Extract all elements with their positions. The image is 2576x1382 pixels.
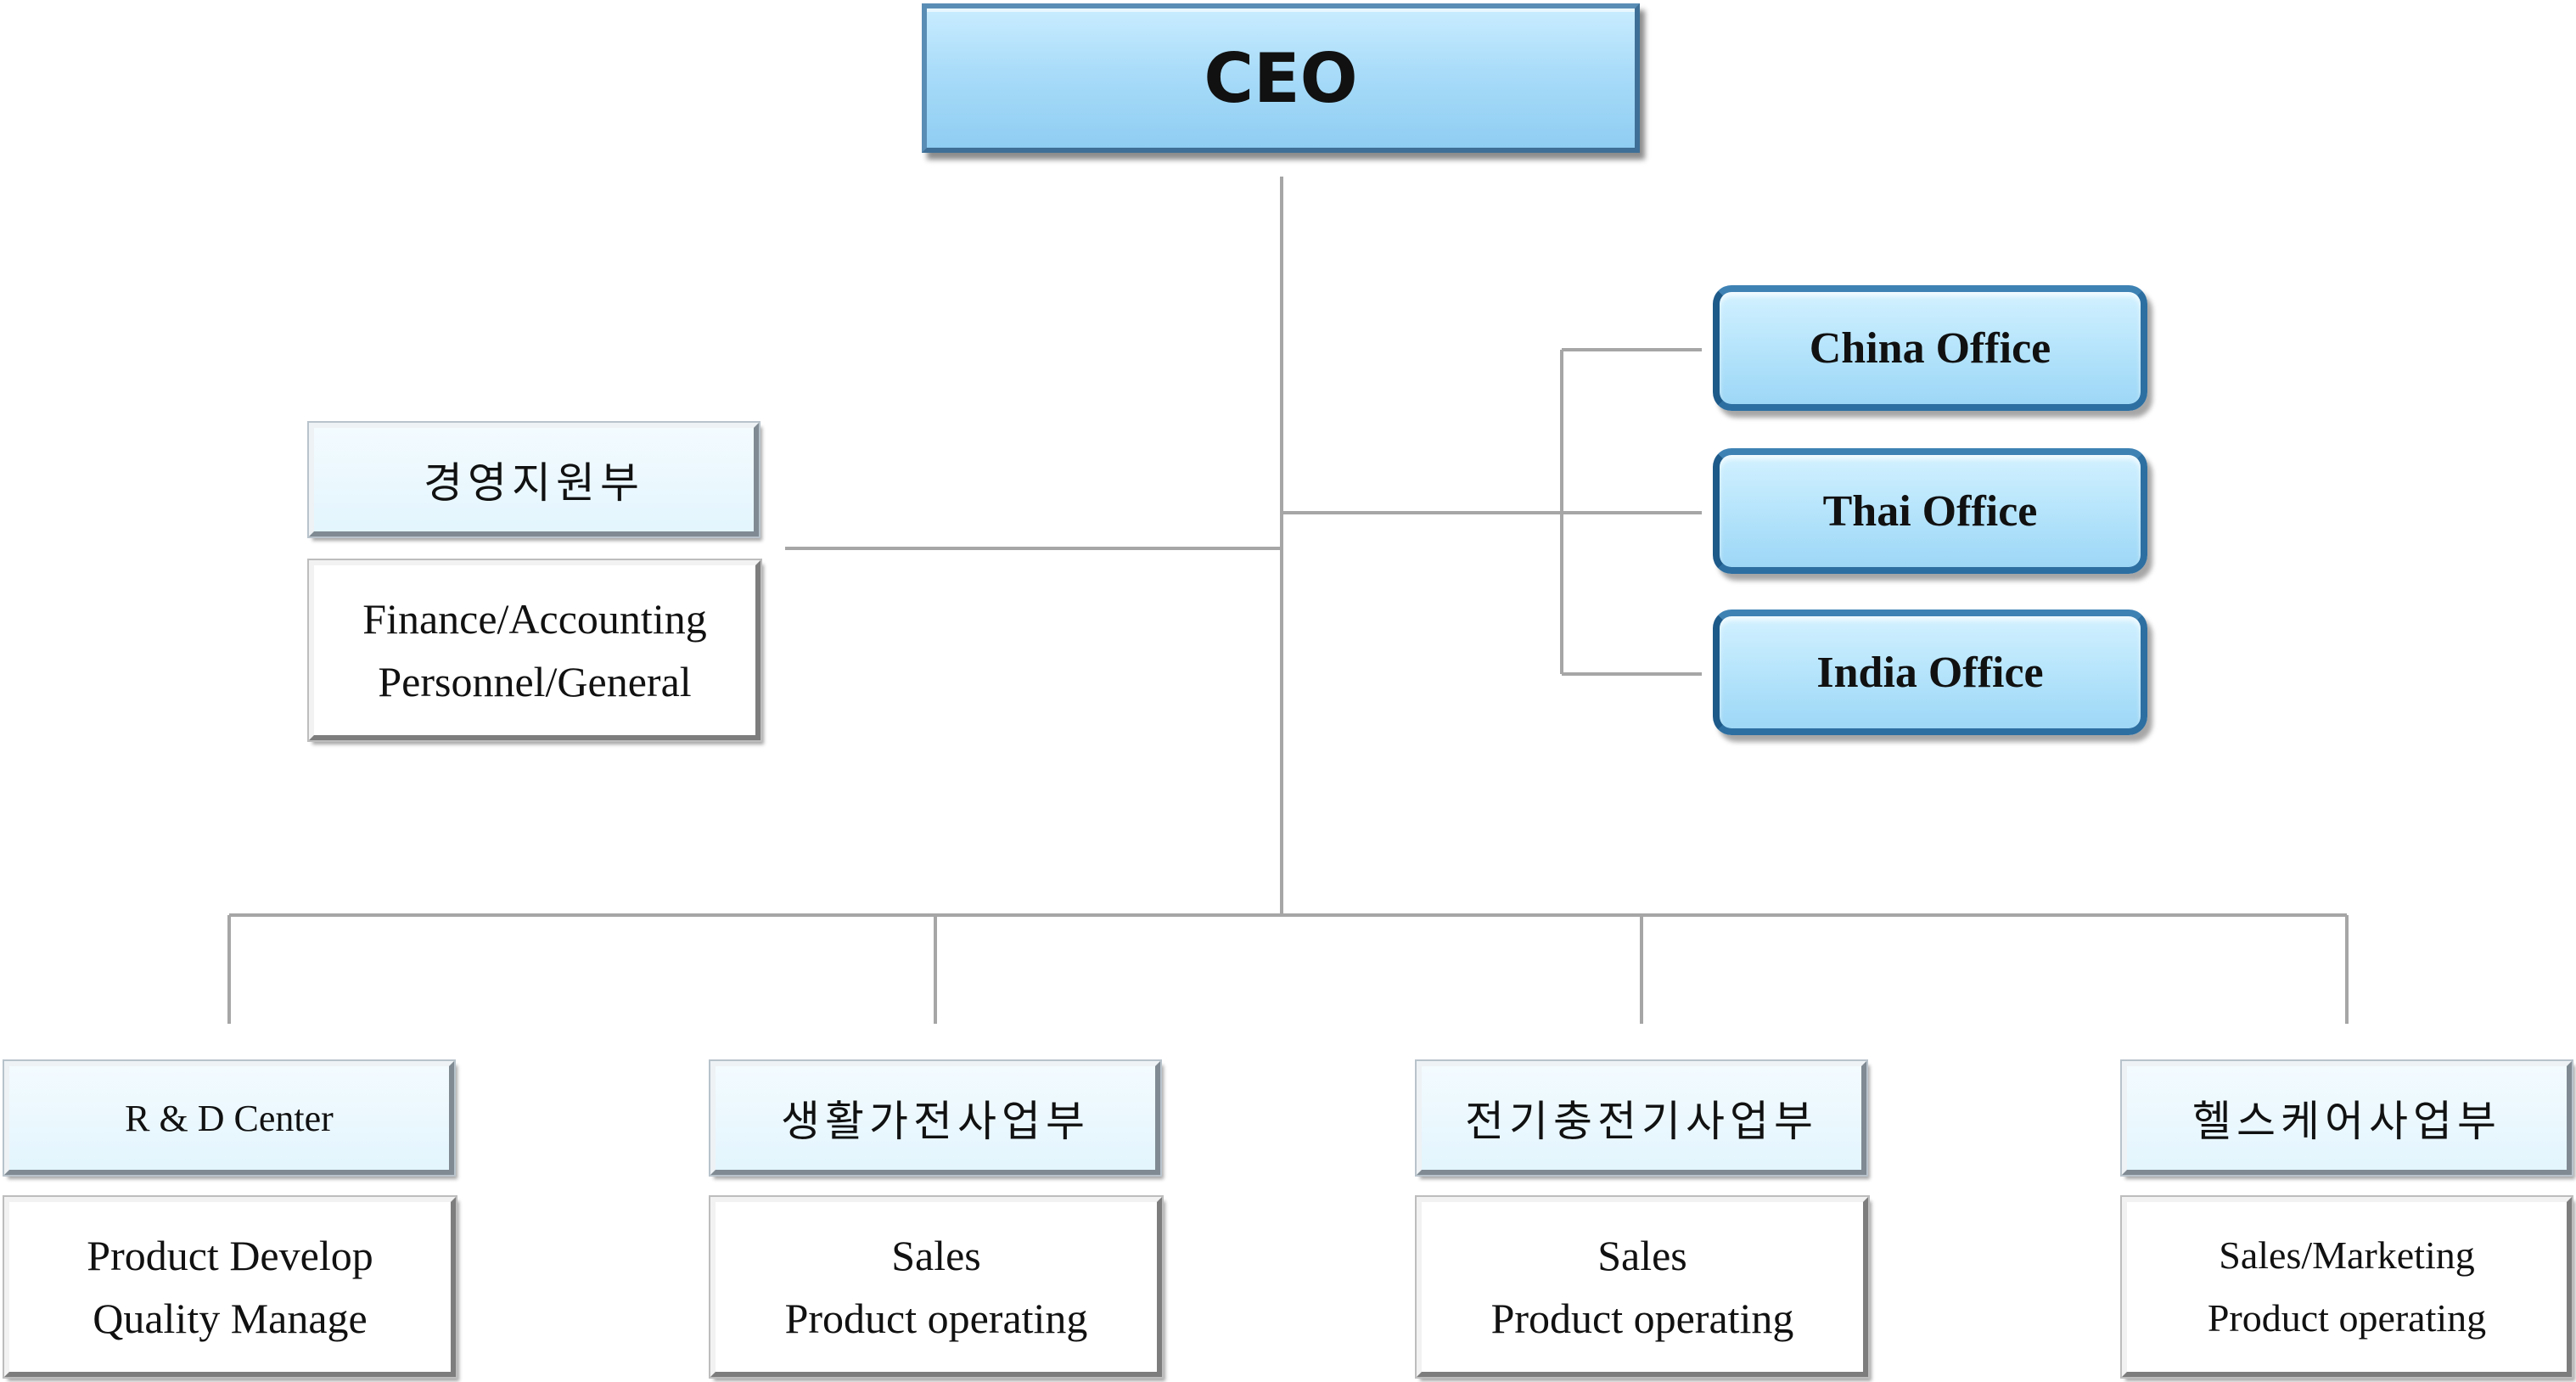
division-body-rnd: Product Develop Quality Manage bbox=[4, 1197, 456, 1377]
office-label: Thai Office bbox=[1822, 486, 2038, 536]
support-body: Finance/Accounting Personnel/General bbox=[309, 560, 760, 740]
division-line: Product operating bbox=[1490, 1295, 1794, 1342]
division-line: Product Develop bbox=[87, 1232, 373, 1279]
division-title: 전기충전기사업부 bbox=[1465, 1097, 1818, 1146]
division-line: Sales bbox=[891, 1232, 981, 1279]
division-line: Sales/Marketing bbox=[2219, 1233, 2475, 1277]
office-label: China Office bbox=[1809, 323, 2051, 373]
support-title: 경영지원부 bbox=[424, 458, 644, 508]
division-header-charger: 전기충전기사업부 bbox=[1417, 1061, 1866, 1175]
division-title: R & D Center bbox=[125, 1097, 334, 1139]
division-line: Quality Manage bbox=[93, 1295, 368, 1342]
division-body-appliance: Sales Product operating bbox=[710, 1197, 1162, 1377]
division-title: 헬스케어사업부 bbox=[2192, 1097, 2501, 1146]
division-header-rnd: R & D Center bbox=[4, 1061, 454, 1175]
division-line: Product operating bbox=[2207, 1296, 2487, 1340]
division-title: 생활가전사업부 bbox=[781, 1097, 1090, 1146]
division-header-appliance: 생활가전사업부 bbox=[710, 1061, 1160, 1175]
division-line: Product operating bbox=[784, 1295, 1088, 1342]
office-label: India Office bbox=[1816, 648, 2044, 697]
division-body-healthcare: Sales/Marketing Product operating bbox=[2122, 1197, 2572, 1377]
support-line: Personnel/General bbox=[378, 658, 692, 705]
china-office-box: China Office bbox=[1713, 285, 2147, 411]
india-office-box: India Office bbox=[1713, 610, 2147, 735]
division-header-healthcare: 헬스케어사업부 bbox=[2122, 1061, 2572, 1175]
ceo-box: CEO bbox=[922, 3, 1640, 153]
ceo-label: CEO bbox=[1204, 38, 1358, 118]
support-line: Finance/Accounting bbox=[362, 595, 707, 643]
support-header: 경영지원부 bbox=[309, 423, 759, 537]
division-line: Sales bbox=[1597, 1232, 1687, 1279]
division-body-charger: Sales Product operating bbox=[1417, 1197, 1868, 1377]
thai-office-box: Thai Office bbox=[1713, 448, 2147, 574]
